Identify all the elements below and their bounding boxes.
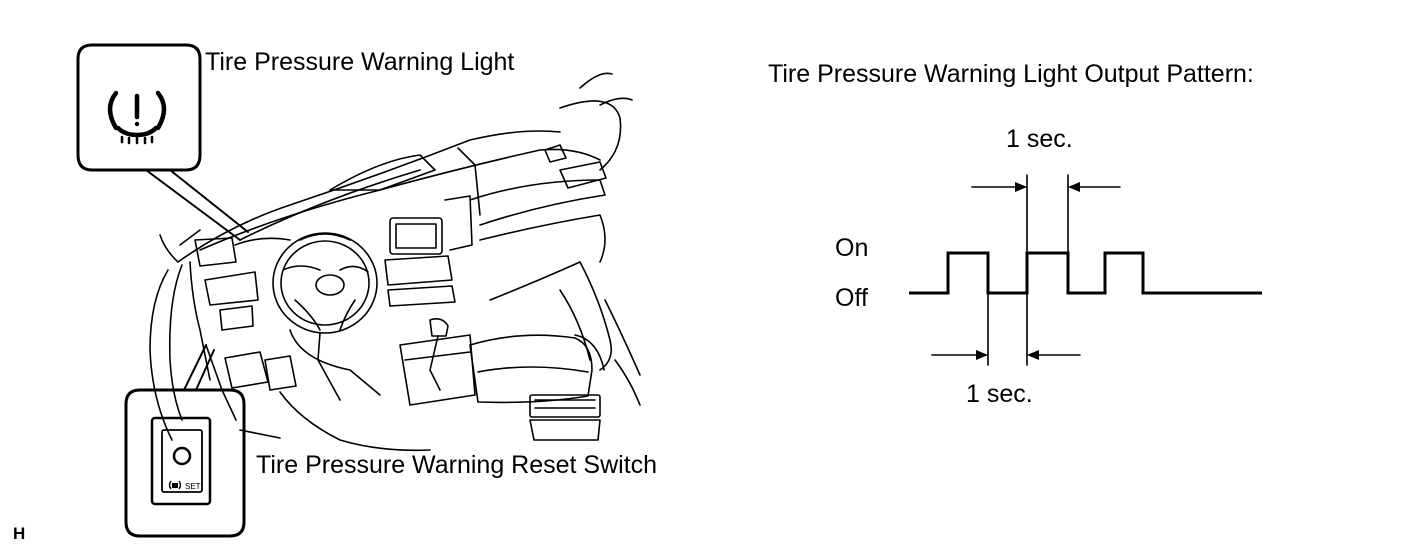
off-label: Off bbox=[835, 284, 868, 312]
reset-switch-button[interactable] bbox=[172, 446, 192, 466]
tire-pressure-set-icon: SET bbox=[168, 480, 201, 491]
on-label: On bbox=[835, 234, 869, 262]
output-waveform bbox=[909, 251, 1262, 295]
warning-light-callout bbox=[76, 43, 249, 241]
reset-switch-callout bbox=[124, 344, 246, 538]
warning-light-label: Tire Pressure Warning Light bbox=[205, 48, 515, 76]
dimension-arrowheads bbox=[976, 182, 1080, 360]
dashboard-illustration bbox=[149, 72, 641, 452]
bottom-interval-label: 1 sec. bbox=[966, 380, 1033, 408]
corner-mark: H bbox=[13, 524, 26, 543]
set-legend: SET bbox=[185, 482, 201, 491]
pattern-title: Tire Pressure Warning Light Output Patte… bbox=[768, 60, 1254, 88]
reset-switch-label: Tire Pressure Warning Reset Switch bbox=[256, 451, 658, 479]
top-interval-label: 1 sec. bbox=[1006, 125, 1073, 153]
tire-pressure-warning-icon bbox=[107, 90, 167, 145]
